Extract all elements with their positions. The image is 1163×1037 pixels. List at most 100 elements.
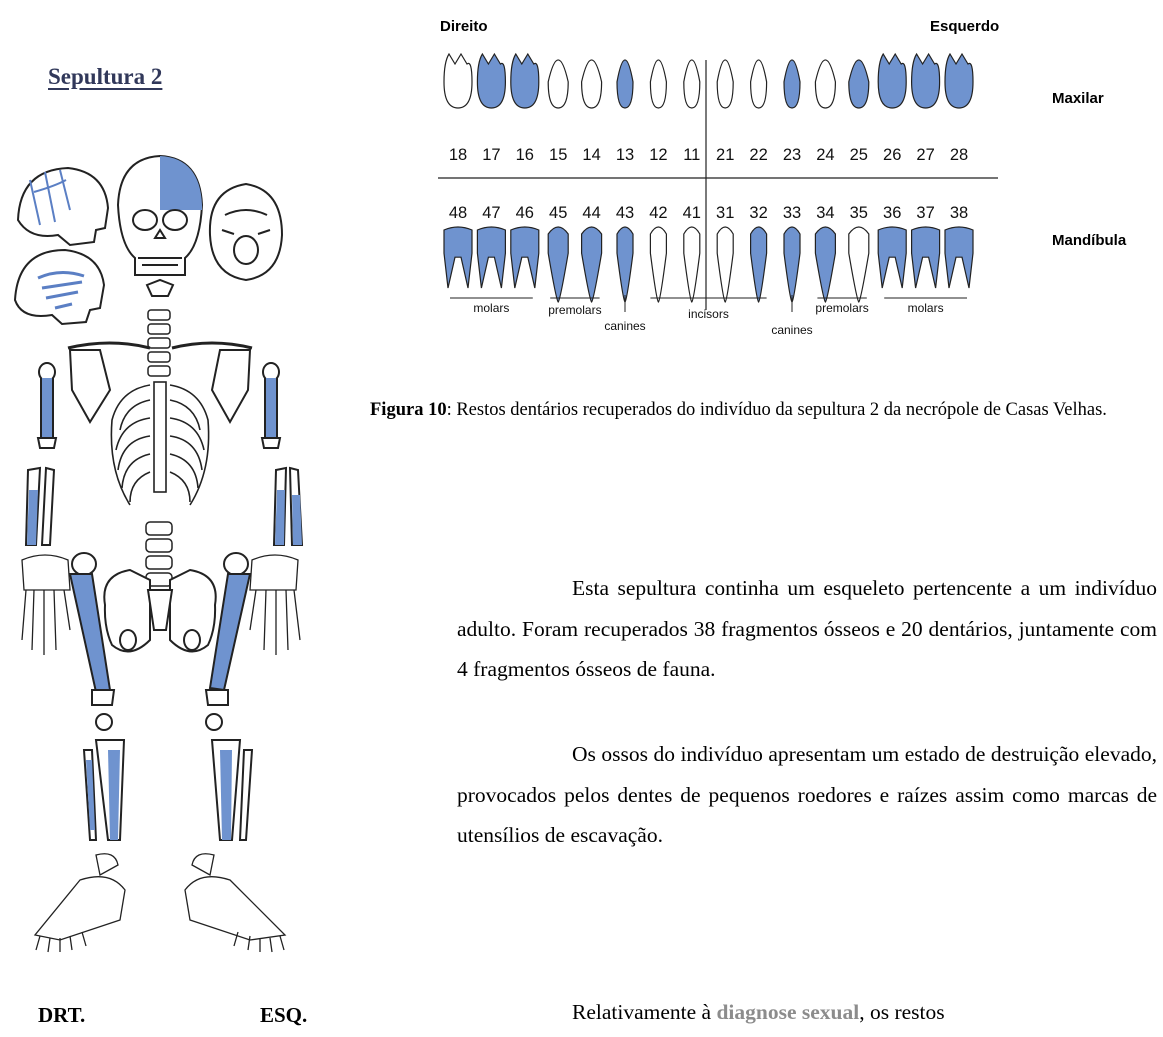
tooth-33 [784,227,800,302]
tooth-18 [444,54,472,108]
paragraph-2: Os ossos do indivíduo apresentam um esta… [457,734,1157,856]
tooth-number-28: 28 [950,146,968,164]
tooth-group-label: molars [473,301,509,315]
tooth-number-27: 27 [916,146,934,164]
tooth-28 [945,54,973,108]
mandible-label: Mandíbula [1052,232,1126,249]
caption-label: Figura 10 [370,400,447,420]
tooth-number-38: 38 [950,204,968,222]
tooth-31 [717,227,733,302]
leg-left [212,740,252,840]
tooth-number-26: 26 [883,146,901,164]
tooth-46 [511,227,539,288]
tooth-34 [815,227,835,302]
forearm-left [274,468,302,545]
hand-right [22,555,70,655]
forearm-right [26,468,54,545]
tooth-number-48: 48 [449,204,467,222]
tooth-number-35: 35 [850,204,868,222]
tooth-number-45: 45 [549,204,567,222]
tooth-38 [945,227,973,288]
leg-right [84,740,124,840]
tooth-21 [717,60,733,108]
tooth-number-33: 33 [783,204,801,222]
paragraph-3: Relativamente à diagnose sexual, os rest… [457,992,1157,1033]
tooth-group-label: canines [604,319,645,333]
tooth-48 [444,227,472,288]
tooth-number-24: 24 [816,146,834,164]
tooth-32 [751,227,767,302]
tooth-group-label: canines [771,323,812,337]
tooth-number-18: 18 [449,146,467,164]
tooth-number-42: 42 [649,204,667,222]
hand-left [250,555,300,655]
tooth-number-41: 41 [683,204,701,222]
tooth-42 [650,227,666,302]
tooth-number-46: 46 [516,204,534,222]
tooth-27 [912,54,940,108]
tooth-43 [617,227,633,302]
tooth-44 [582,227,602,302]
paragraph-1: Esta sepultura continha um esqueleto per… [457,568,1157,690]
upper-arch: 18171615141312112122232425262728 [444,54,973,164]
tooth-number-14: 14 [582,146,600,164]
right-side-label: DRT. [38,1003,85,1028]
tooth-number-16: 16 [516,146,534,164]
dental-right-label: Direito [440,18,488,35]
tooth-47 [477,227,505,288]
humerus-right [38,363,56,448]
tooth-24 [815,60,835,108]
tooth-group-label: incisors [688,307,729,321]
tooth-number-11: 11 [683,146,700,164]
tooth-number-23: 23 [783,146,801,164]
caption-text: : Restos dentários recuperados do indiví… [447,400,1107,420]
left-side-label: ESQ. [260,1003,307,1028]
skull-lateral-right [18,168,108,245]
tooth-25 [849,60,869,108]
foot-left [185,854,285,952]
tooth-12 [650,60,666,108]
tooth-26 [878,54,906,108]
tooth-number-21: 21 [716,146,734,164]
tooth-35 [849,227,869,302]
tooth-number-32: 32 [749,204,767,222]
tooth-36 [878,227,906,288]
tooth-17 [477,54,505,108]
skull-frontal [118,156,202,275]
foot-right [35,854,125,952]
tooth-number-15: 15 [549,146,567,164]
tooth-number-44: 44 [582,204,600,222]
tooth-number-31: 31 [716,204,734,222]
tooth-45 [548,227,568,302]
tooth-13 [617,60,633,108]
tooth-number-34: 34 [816,204,834,222]
dental-left-label: Esquerdo [930,18,999,35]
tooth-number-25: 25 [850,146,868,164]
rib-cage [111,382,208,505]
tooth-41 [684,227,700,302]
tooth-number-47: 47 [482,204,500,222]
tooth-14 [582,60,602,108]
tooth-22 [751,60,767,108]
highlight-term: diagnose sexual [716,1000,859,1024]
section-title: Sepultura 2 [48,64,162,90]
figure-caption: Figura 10: Restos dentários recuperados … [370,395,1156,426]
skull-lateral-left [15,250,104,324]
tooth-37 [912,227,940,288]
tooth-11 [684,60,700,108]
tooth-16 [511,54,539,108]
skull-basal [210,184,282,280]
humerus-left [262,363,280,448]
tooth-number-13: 13 [616,146,634,164]
tooth-number-36: 36 [883,204,901,222]
tooth-number-12: 12 [649,146,667,164]
tooth-group-label: molars [908,301,944,315]
tooth-number-43: 43 [616,204,634,222]
tooth-group-label: premolars [815,301,868,315]
tooth-number-22: 22 [749,146,767,164]
tooth-23 [784,60,800,108]
tooth-group-label: premolars [548,303,601,317]
tooth-15 [548,60,568,108]
